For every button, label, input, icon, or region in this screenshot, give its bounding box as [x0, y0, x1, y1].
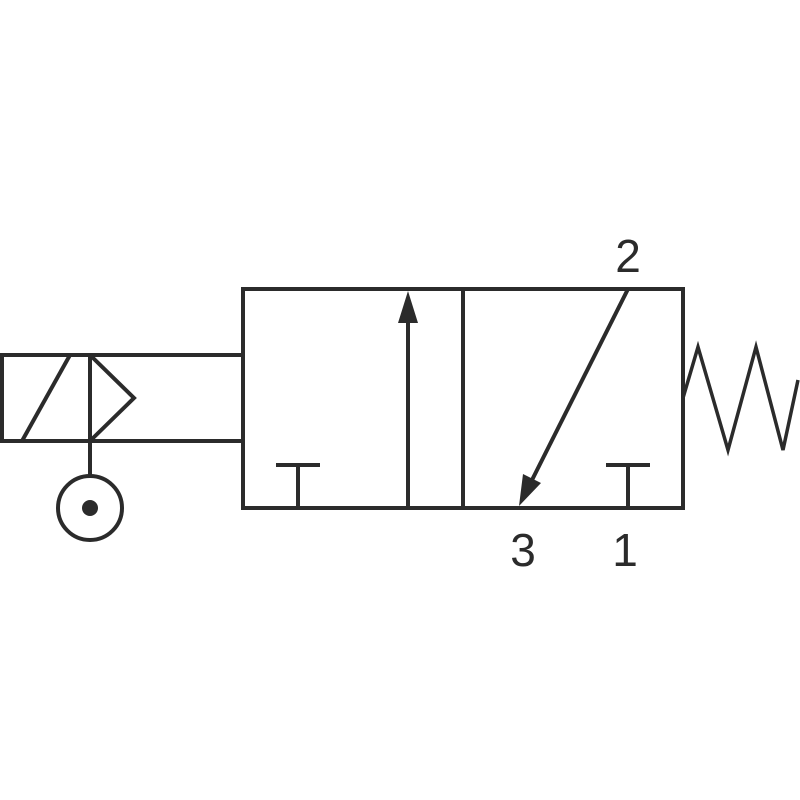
blocked-port-right-icon	[606, 463, 650, 508]
flow-arrow-up-icon	[398, 291, 418, 508]
right-position-box	[519, 288, 650, 508]
port-1-label: 1	[612, 524, 638, 576]
valve-body	[241, 287, 685, 510]
spring-return-icon	[681, 340, 800, 457]
blocked-port-left-icon	[276, 463, 320, 508]
flow-arrow-diagonal-icon	[519, 288, 630, 506]
led-indicator-icon	[56, 441, 124, 542]
port-2-label: 2	[615, 230, 641, 282]
solenoid-icon	[0, 353, 245, 443]
port-3-label: 3	[510, 524, 536, 576]
left-position-box	[276, 291, 418, 508]
